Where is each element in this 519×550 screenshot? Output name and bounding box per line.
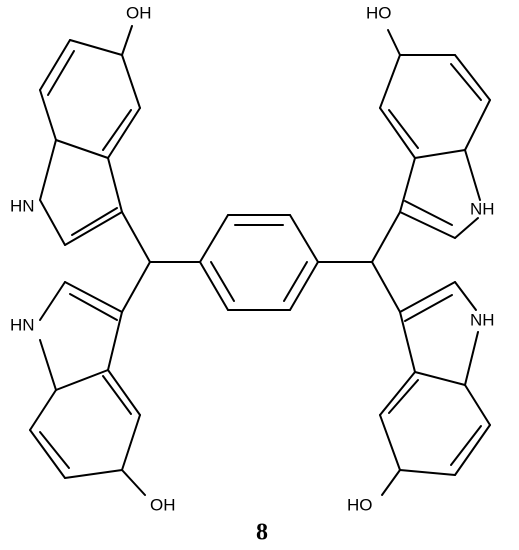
compound-number-label: 8	[256, 520, 268, 546]
bond	[47, 50, 75, 96]
bond	[464, 99, 491, 151]
bond	[454, 424, 491, 476]
bond	[107, 107, 141, 159]
bond	[39, 281, 66, 321]
bond	[450, 425, 482, 466]
bond	[454, 54, 491, 101]
bond	[464, 331, 479, 386]
bond	[71, 207, 118, 236]
bond	[121, 469, 146, 496]
nh-label-lower-left: HN	[10, 315, 35, 334]
bond	[64, 469, 123, 479]
bond	[404, 294, 453, 322]
bond	[210, 261, 235, 302]
bond	[379, 54, 401, 109]
bond	[454, 281, 477, 311]
indole-bottom-left	[29, 261, 151, 496]
bond	[102, 375, 132, 415]
bond	[121, 414, 141, 471]
bond	[121, 211, 151, 263]
bond	[64, 211, 123, 246]
bond	[107, 157, 123, 213]
central-benzene-ring	[149, 214, 373, 311]
bond	[289, 261, 319, 311]
bond	[379, 107, 416, 159]
bond	[381, 469, 401, 496]
bond	[464, 149, 481, 201]
bond	[399, 157, 416, 213]
bond	[379, 414, 401, 471]
bond	[39, 139, 57, 201]
bond	[399, 211, 456, 239]
bond	[121, 54, 141, 109]
bond	[450, 63, 482, 101]
bond	[454, 217, 479, 239]
bond	[464, 384, 491, 426]
bond	[39, 431, 70, 469]
bond	[388, 379, 419, 414]
bond	[289, 214, 319, 263]
bond	[388, 109, 419, 149]
bond	[404, 200, 453, 226]
bond	[414, 149, 466, 159]
hydroxyl-label-top-left: OH	[126, 3, 152, 22]
bond	[121, 261, 151, 313]
bond	[29, 429, 66, 479]
bond	[39, 339, 57, 391]
bond	[69, 293, 118, 321]
bond	[283, 261, 308, 302]
hydroxyl-label-top-right: HO	[366, 3, 392, 22]
bond	[29, 389, 57, 431]
bond	[399, 311, 416, 373]
bond	[102, 109, 132, 151]
bond	[414, 371, 466, 386]
bond	[39, 39, 71, 91]
bond	[107, 311, 123, 371]
bond	[69, 39, 123, 56]
indole-top-left	[39, 25, 151, 263]
bond	[399, 469, 456, 476]
nh-label-upper-left: HN	[10, 196, 35, 215]
bond	[39, 199, 66, 246]
bond	[371, 261, 401, 313]
hydroxyl-label-bottom-right: HO	[347, 495, 373, 514]
bond	[399, 281, 456, 313]
bond	[64, 281, 123, 313]
nh-label-lower-right: NH	[470, 310, 495, 329]
bond	[199, 214, 229, 263]
nh-label-upper-right: NH	[470, 199, 495, 218]
bond	[55, 139, 109, 159]
bond	[379, 371, 416, 416]
bond	[371, 211, 401, 263]
bond	[107, 369, 141, 416]
bond	[387, 29, 401, 56]
bond	[55, 369, 109, 391]
bond	[39, 89, 57, 141]
bond	[121, 25, 133, 56]
indole-bottom-right	[371, 261, 491, 496]
hydroxyl-label-bottom-left: OH	[150, 495, 176, 514]
indole-top-right	[371, 29, 491, 263]
bond	[199, 261, 229, 311]
